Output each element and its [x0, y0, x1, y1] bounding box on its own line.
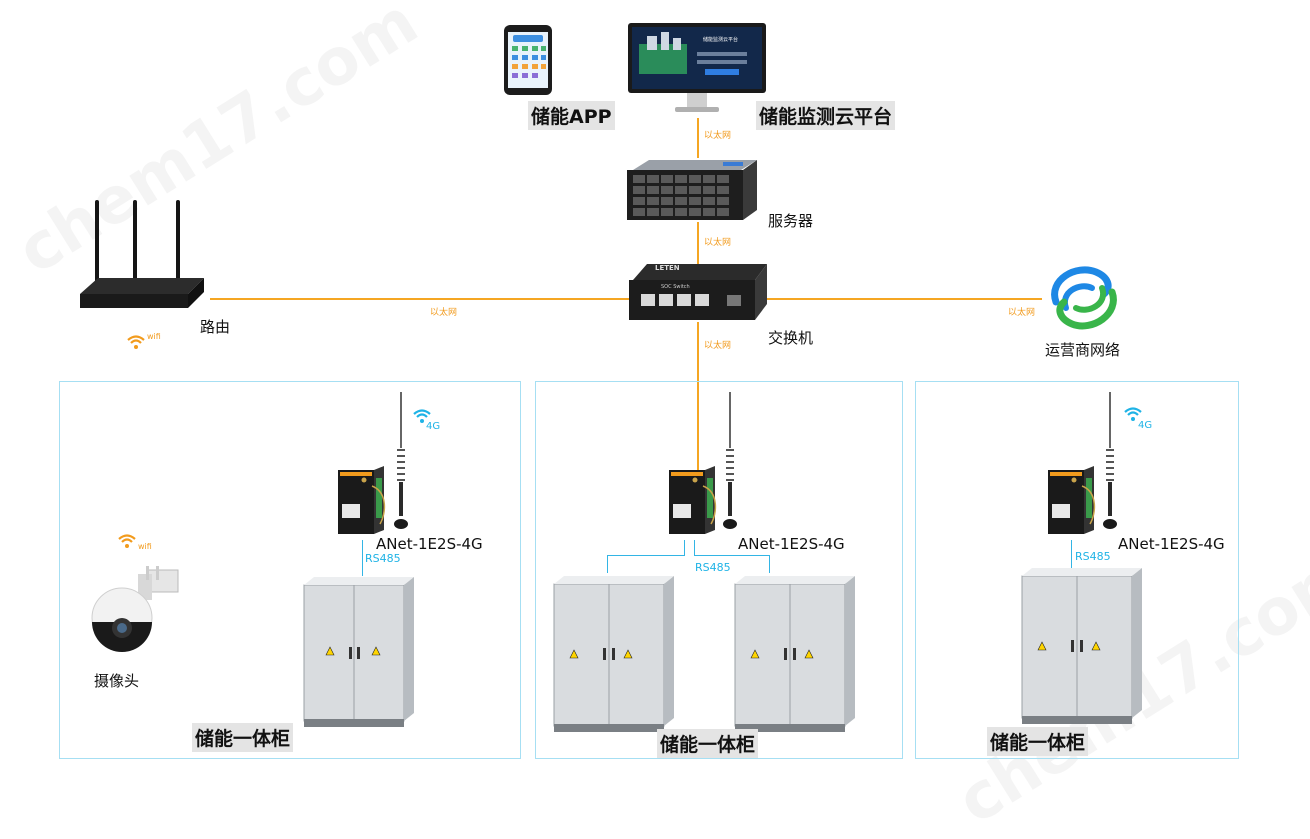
gateway-device-icon	[336, 466, 392, 536]
zone-1	[59, 381, 521, 759]
ethernet-line-server-switch	[697, 222, 699, 267]
rs485-line	[607, 555, 608, 573]
router-wifi-icon	[126, 334, 146, 354]
gateway-label: ANet-1E2S-4G	[738, 535, 845, 553]
zone-3	[915, 381, 1239, 759]
antenna-icon	[723, 392, 737, 532]
antenna-icon	[1103, 392, 1117, 532]
server-label: 服务器	[768, 212, 814, 230]
4g-tag: 4G	[426, 421, 441, 432]
antenna-icon	[394, 392, 408, 532]
cabinet-icon	[733, 576, 859, 736]
gateway-label: ANet-1E2S-4G	[1118, 535, 1225, 553]
rs485-tag: RS485	[695, 561, 731, 574]
app-label: 储能APP	[528, 101, 615, 130]
rs485-line	[607, 555, 685, 556]
carrier-logo-icon	[1046, 262, 1122, 334]
ethernet-tag: 以太网	[704, 238, 732, 248]
router-label: 路由	[200, 318, 231, 336]
watermark: chem17.com	[5, 0, 431, 290]
gateway-device-icon	[1046, 466, 1102, 536]
ethernet-line-switch-gateway	[697, 322, 699, 472]
cabinet-label: 储能一体柜	[987, 727, 1089, 756]
switch-model: SOC Switch	[661, 284, 690, 290]
4g-signal-icon	[412, 408, 432, 428]
camera-wifi-tag: wifi	[138, 542, 152, 551]
router-wifi-tag: wifi	[147, 332, 161, 341]
rs485-line	[362, 540, 363, 576]
ethernet-tag: 以太网	[430, 308, 458, 318]
switch-brand: LETEN	[655, 264, 680, 272]
cabinet-label: 储能一体柜	[192, 723, 294, 752]
cabinet-label: 储能一体柜	[657, 729, 759, 758]
camera-label: 摄像头	[94, 672, 140, 690]
rs485-line	[694, 555, 770, 556]
cabinet-icon	[552, 576, 678, 736]
server-icon	[625, 158, 760, 222]
ethernet-tag: 以太网	[704, 341, 732, 351]
router-icon	[78, 198, 208, 316]
phone-icon	[503, 24, 553, 96]
ethernet-line-router-switch	[210, 298, 630, 300]
4g-signal-icon	[1123, 406, 1143, 426]
rs485-line	[769, 555, 770, 573]
switch-label: 交换机	[768, 329, 814, 347]
4g-tag: 4G	[1138, 420, 1153, 431]
ethernet-tag: 以太网	[1008, 308, 1036, 318]
platform-label: 储能监测云平台	[756, 101, 896, 130]
monitor-screen-title: 储能监测云平台	[703, 37, 739, 43]
gateway-device-icon	[667, 466, 723, 536]
rs485-tag: RS485	[365, 552, 401, 565]
gateway-label: ANet-1E2S-4G	[376, 535, 483, 553]
rs485-line	[1071, 540, 1072, 572]
camera-wifi-icon	[117, 533, 137, 553]
cabinet-icon	[302, 577, 416, 729]
ethernet-line-platform-server	[697, 118, 699, 158]
rs485-line	[684, 540, 685, 556]
ethernet-tag: 以太网	[704, 131, 732, 141]
rs485-line	[694, 540, 695, 556]
cabinet-icon	[1020, 568, 1146, 728]
monitor-icon: 储能监测云平台	[627, 22, 767, 122]
carrier-label: 运营商网络	[1045, 341, 1121, 359]
ethernet-line-switch-carrier	[766, 298, 1042, 300]
camera-icon	[86, 566, 186, 656]
zone-2	[535, 381, 903, 759]
switch-icon: LETEN SOC Switch	[627, 262, 769, 324]
rs485-tag: RS485	[1075, 550, 1111, 563]
